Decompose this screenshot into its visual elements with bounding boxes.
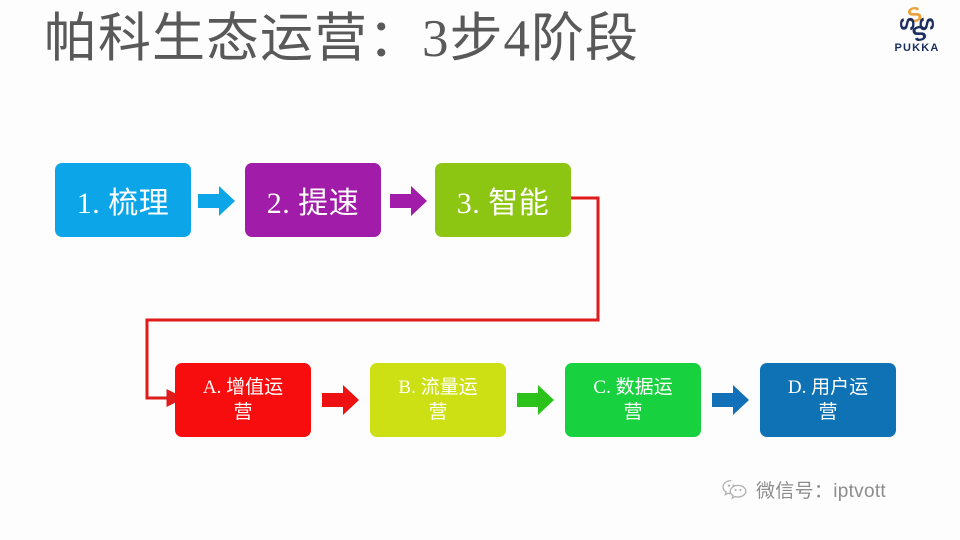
svg-text:S: S (910, 20, 929, 42)
stage-box-a[interactable]: A. 增值运 营 (175, 363, 311, 437)
page-title: 帕科生态运营：3步4阶段 (44, 10, 639, 68)
step-box-2[interactable]: 2. 提速 (245, 163, 381, 237)
stage-box-b[interactable]: B. 流量运 营 (370, 363, 506, 437)
step-box-3[interactable]: 3. 智能 (435, 163, 571, 237)
stage-box-d[interactable]: D. 用户运 营 (760, 363, 896, 437)
step-box-3-label: 3. 智能 (456, 187, 550, 220)
step-arrow-2-3-icon (390, 185, 428, 217)
wechat-watermark: 微信号：iptvott (722, 476, 886, 503)
stage-box-b-label-line2: 营 (428, 402, 448, 423)
svg-text:S: S (915, 17, 938, 31)
stage-box-c-label-line1: C. 数据运 (593, 376, 673, 398)
pukka-logo-wordmark: PUKKA (894, 42, 940, 54)
wechat-watermark-text: 微信号：iptvott (756, 481, 886, 502)
svg-text:S: S (897, 17, 920, 31)
stage-box-c-label-line2: 营 (623, 402, 643, 423)
stage-arrow-c-d-icon (712, 384, 750, 416)
step-box-1[interactable]: 1. 梳理 (55, 163, 191, 237)
pukka-logo-mark: S S S S (886, 2, 948, 45)
wechat-icon (722, 479, 747, 499)
step-box-2-label: 2. 提速 (266, 187, 360, 220)
step-box-1-label: 1. 梳理 (76, 187, 170, 220)
pukka-logo: S S S S PUKKA (886, 2, 948, 60)
svg-text:S: S (905, 6, 924, 28)
stage-box-d-label-line1: D. 用户运 (787, 376, 869, 398)
stage-box-a-label-line2: 营 (233, 402, 253, 423)
stage-box-a-label-line1: A. 增值运 (202, 376, 284, 398)
stage-arrow-b-c-icon (517, 384, 555, 416)
step-arrow-1-2-icon (198, 185, 236, 217)
stage-box-d-label-line2: 营 (818, 402, 838, 423)
stage-arrow-a-b-icon (322, 384, 360, 416)
stage-box-b-label-line1: B. 流量运 (398, 376, 478, 398)
pukka-logo-glyphs: S S S S (897, 2, 938, 45)
stage-box-c[interactable]: C. 数据运 营 (565, 363, 701, 437)
